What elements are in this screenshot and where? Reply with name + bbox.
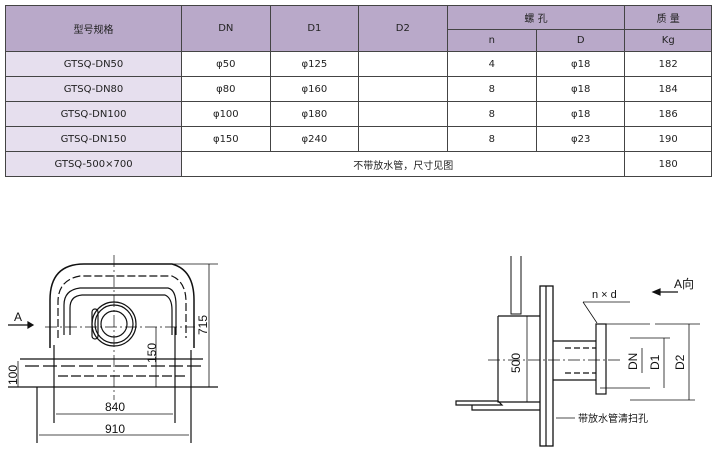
- cell-model: GTSQ-DN50: [4, 51, 183, 77]
- spec-table: 型号规格 DN D1 D2 螺 孔 质 量 n D Kg GTSQ-DN50 φ…: [4, 5, 712, 177]
- cell-d2: [358, 51, 448, 77]
- view-a-direction-label: A向: [674, 276, 694, 291]
- dim-715: 715: [196, 315, 210, 335]
- table-row: GTSQ-DN100 φ100 φ180 8 φ18 186: [4, 101, 712, 127]
- cell-d: φ18: [535, 101, 626, 127]
- header-d1: D1: [269, 5, 360, 52]
- header-d2: D2: [358, 5, 448, 52]
- cell-dn: φ150: [181, 126, 271, 152]
- cell-d1: φ125: [269, 51, 360, 77]
- cell-n: 4: [446, 51, 537, 77]
- cell-d1: φ160: [269, 76, 360, 102]
- cell-dn: φ50: [181, 51, 271, 77]
- cell-dn: φ100: [181, 101, 271, 127]
- front-view-labels: A 715 150 100 840 910: [6, 310, 210, 436]
- dim-910: 910: [105, 422, 125, 436]
- cell-mass: 182: [624, 51, 712, 77]
- cell-mass: 190: [624, 126, 712, 152]
- cell-model: GTSQ-500×700: [4, 151, 183, 177]
- cell-model: GTSQ-DN100: [4, 101, 183, 127]
- cell-model: GTSQ-DN150: [4, 126, 183, 152]
- cell-model: GTSQ-DN80: [4, 76, 183, 102]
- cell-d2: [358, 101, 448, 127]
- table-row: GTSQ-DN150 φ150 φ240 8 φ23 190: [4, 126, 712, 152]
- cell-d: φ23: [535, 126, 626, 152]
- cell-d1: φ180: [269, 101, 360, 127]
- bolt-holes-label: n × d: [592, 289, 617, 301]
- side-view-labels: A向 n × d 500 DN D1 D2 带放水管清扫孔: [509, 276, 694, 425]
- cell-n: 8: [446, 101, 537, 127]
- header-n: n: [446, 29, 537, 52]
- header-dn: DN: [181, 5, 271, 52]
- cell-mass: 186: [624, 101, 712, 127]
- table-row: GTSQ-500×700 不带放水管，尺寸见图 180: [4, 151, 712, 177]
- cell-mass: 180: [624, 151, 712, 177]
- header-mass: 质 量: [624, 5, 712, 30]
- technical-drawing: A 715 150 100 840 910 A向 n × d: [6, 255, 700, 447]
- dim-dn: DN: [626, 353, 640, 370]
- header-model: 型号规格: [4, 5, 183, 52]
- header-bolt-holes: 螺 孔: [446, 5, 626, 30]
- header-d: D: [535, 29, 626, 52]
- table-row: GTSQ-DN80 φ80 φ160 8 φ18 184: [4, 76, 712, 102]
- table-row: GTSQ-DN50 φ50 φ125 4 φ18 182: [4, 51, 712, 77]
- front-view: [8, 255, 218, 443]
- dim-d2: D2: [673, 354, 687, 370]
- cell-d: φ18: [535, 76, 626, 102]
- cell-n: 8: [446, 76, 537, 102]
- dim-d1: D1: [648, 354, 662, 370]
- dim-500: 500: [509, 353, 523, 373]
- cell-n: 8: [446, 126, 537, 152]
- cell-mass: 184: [624, 76, 712, 102]
- cell-d: φ18: [535, 51, 626, 77]
- dim-150: 150: [145, 343, 159, 363]
- drain-cleanout-label: 带放水管清扫孔: [578, 412, 648, 425]
- cell-d2: [358, 76, 448, 102]
- cell-d2: [358, 126, 448, 152]
- view-arrow-label: A: [14, 310, 22, 324]
- side-view: [455, 256, 700, 447]
- dim-840: 840: [105, 400, 125, 414]
- cell-dn: φ80: [181, 76, 271, 102]
- cell-d1: φ240: [269, 126, 360, 152]
- header-kg: Kg: [624, 29, 712, 52]
- dim-100: 100: [6, 365, 20, 385]
- cell-note: 不带放水管，尺寸见图: [181, 151, 626, 177]
